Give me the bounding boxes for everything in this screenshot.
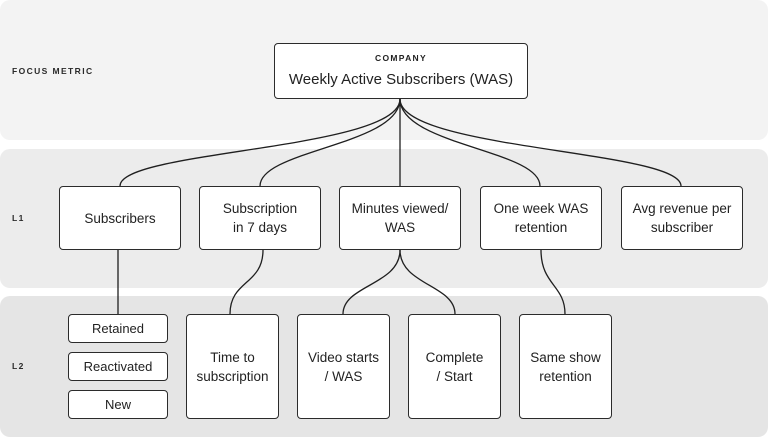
l1-node-label: Subscribers: [84, 210, 156, 226]
root-metric-tag: COMPANY: [375, 53, 427, 63]
l2-node-label: Time to subscription: [196, 349, 269, 384]
l1-node-label: Minutes viewed/ WAS: [351, 201, 449, 235]
link-minutes-video-starts: [342, 249, 401, 315]
breakdown-label: Retained: [91, 321, 145, 336]
l1-node-minutes-viewed: Minutes viewed/ WAS: [339, 186, 461, 250]
l2-node-same-show-retention: Same show retention: [519, 314, 612, 419]
l1-node-label: Avg revenue per subscriber: [632, 201, 732, 235]
l2-node-label: Video starts / WAS: [307, 349, 380, 384]
breakdown-retained: Retained: [68, 314, 168, 343]
l2-node-time-to-subscription: Time to subscription: [186, 314, 279, 419]
link-retention-same-show: [540, 249, 566, 315]
l1-node-label: Subscription in 7 days: [222, 201, 298, 235]
l2-node-video-starts: Video starts / WAS: [297, 314, 390, 419]
breakdown-label: Reactivated: [83, 359, 153, 374]
link-subscription-time-to: [229, 249, 264, 315]
l1-node-subscription-7-days: Subscription in 7 days: [199, 186, 321, 250]
l1-label: L1: [12, 213, 25, 223]
breakdown-label: New: [104, 397, 131, 412]
l1-node-one-week-retention: One week WAS retention: [480, 186, 602, 250]
link-minutes-complete: [399, 249, 456, 315]
l1-node-avg-revenue: Avg revenue per subscriber: [621, 186, 743, 250]
focus-metric-label: FOCUS METRIC: [12, 66, 94, 76]
l2-label: L2: [12, 361, 25, 371]
root-metric-node: COMPANY Weekly Active Subscribers (WAS): [274, 43, 528, 99]
breakdown-new: New: [68, 390, 168, 419]
l1-node-subscribers: Subscribers: [59, 186, 181, 250]
root-metric-title: Weekly Active Subscribers (WAS): [288, 71, 514, 88]
l2-node-label: Same show retention: [530, 349, 601, 384]
l1-node-label: One week WAS retention: [493, 201, 589, 235]
link-root-subscription-7-days: [259, 98, 401, 187]
link-root-subscribers: [119, 98, 401, 187]
breakdown-reactivated: Reactivated: [68, 352, 168, 381]
l2-node-complete-start: Complete / Start: [408, 314, 501, 419]
link-root-avg-revenue: [399, 98, 682, 187]
link-root-one-week-retention: [399, 98, 541, 187]
l2-node-label: Complete / Start: [425, 349, 484, 384]
